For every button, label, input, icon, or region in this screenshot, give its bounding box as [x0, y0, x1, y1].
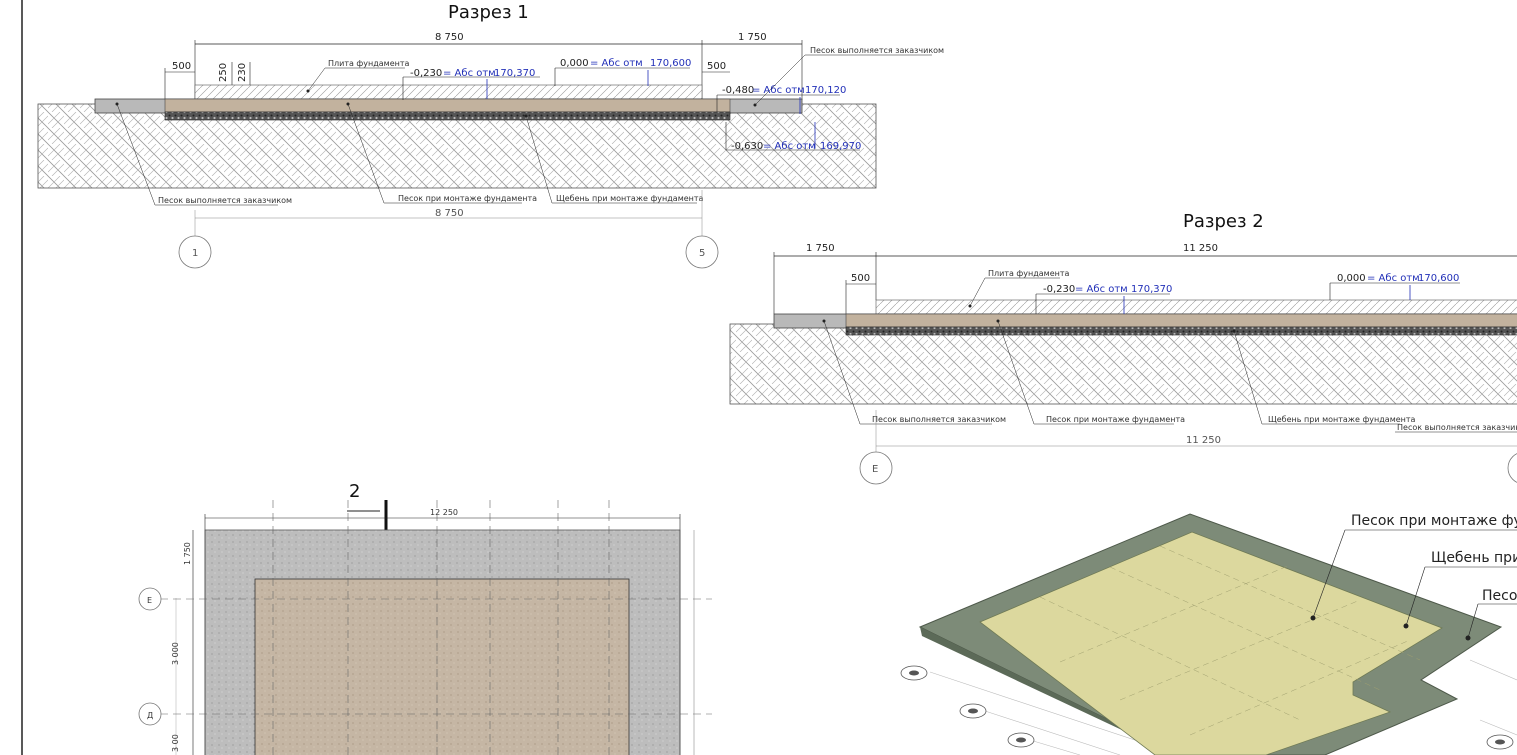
- section-1-label-sand-customer: Песок выполняется заказчиком: [810, 46, 944, 55]
- section-1-label-sand-mount: Песок при монтаже фундамента: [398, 194, 537, 203]
- section-2-dim-bottom: 11 250: [1186, 435, 1221, 446]
- section-2-title: Разрез 2: [1183, 211, 1264, 232]
- section-2-label-sand-mount: Песок при монтаже фундамента: [1046, 415, 1185, 424]
- iso-label-gravel: Щебень при м: [1431, 550, 1517, 566]
- section-2-label-gravel: Щебень при монтаже фундамента: [1268, 415, 1416, 424]
- section-2-level-b-prefix: = Абс отм: [1367, 273, 1420, 284]
- section-2-level-a-prefix: = Абс отм: [1075, 284, 1128, 295]
- isometric-view: Песок при монтаже фун Щебень при м Песо: [900, 513, 1517, 755]
- plan-section-mark: 2: [349, 481, 360, 502]
- plan-dim-side-mid: 3 000: [171, 642, 180, 665]
- section-1-dim-left: 500: [172, 61, 191, 72]
- section-1-dim-total: 8 750: [435, 32, 464, 43]
- foundation-plan: 2 12 250 1 750 3 000 3 00 Е Д: [138, 481, 712, 755]
- iso-sand-mount-area: [979, 531, 1443, 755]
- plan-axis-e: Е: [147, 596, 152, 605]
- section-2-label-sand-customer-2: Песок выполняется заказчиком: [1397, 423, 1517, 432]
- section-1-sand-mount-layer: [164, 98, 731, 113]
- plan-axis-bubble-e: [138, 587, 162, 611]
- section-1-label-slab: Плита фундамента: [328, 59, 410, 68]
- section-1-level-b-rel: 0,000: [560, 58, 589, 69]
- section-2-axis-bubble-right: [1507, 453, 1517, 483]
- section-1-level-d-prefix: = Абс отм: [763, 141, 816, 152]
- section-1-level-d-abs: 169,970: [820, 141, 861, 152]
- section-2-level-a-abs: 170,370: [1131, 284, 1172, 295]
- plan-axis-d: Д: [147, 711, 153, 720]
- section-1-level-b-abs: 170,600: [650, 58, 691, 69]
- plan-axis-bubble-d: [138, 702, 162, 726]
- section-1-dim-bottom: 8 750: [435, 208, 464, 219]
- plan-dim-side-low: 3 00: [171, 734, 180, 752]
- section-1-level-c-prefix: = Абс отм: [752, 85, 805, 96]
- section-2-label-slab: Плита фундамента: [988, 269, 1070, 278]
- section-1-dim-right-small: 500: [707, 61, 726, 72]
- section-2-level-b-abs: 170,600: [1418, 273, 1459, 284]
- plan-dim-side-top: 1 750: [183, 542, 192, 565]
- section-2-axis-bubble-e: [859, 451, 893, 485]
- plan-grid-lines: [160, 500, 712, 755]
- plan-sand-mount: [254, 578, 630, 755]
- section-1-slab: [194, 84, 703, 100]
- section-2-sand-mount-layer: [845, 313, 1517, 328]
- section-1-level-c-rel: -0,480: [722, 85, 754, 96]
- section-1-axis-5: 5: [699, 248, 705, 259]
- iso-label-sand: Песо: [1482, 588, 1517, 604]
- section-2-soil: [729, 323, 1517, 405]
- section-1-axis-bubble-1: [178, 235, 212, 269]
- section-2: Разрез 2 1 750 11 250 500 Плита фундамен…: [729, 211, 1517, 485]
- section-1-gravel-layer: [164, 111, 731, 121]
- section-1-axis-1: 1: [192, 248, 198, 259]
- section-1-level-b-prefix: = Абс отм: [590, 58, 643, 69]
- iso-grid: [1039, 545, 1421, 736]
- section-1-dim-right: 1 750: [738, 32, 767, 43]
- section-2-level-b-rel: 0,000: [1337, 273, 1366, 284]
- section-1-label-gravel: Щебень при монтаже фундамента: [556, 194, 704, 203]
- section-2-dim-small: 500: [851, 273, 870, 284]
- section-2-label-sand-customer: Песок выполняется заказчиком: [872, 415, 1006, 424]
- section-1-level-a-abs: 170,370: [494, 68, 535, 79]
- section-1-level-a-rel: -0,230: [410, 68, 442, 79]
- iso-label-sand-mount: Песок при монтаже фун: [1351, 513, 1517, 529]
- section-1-title: Разрез 1: [448, 2, 529, 23]
- section-1: Разрез 1 8 750 1 750 500 500 250 230 150: [37, 2, 944, 269]
- section-1-dim-v2: 230: [237, 63, 248, 82]
- section-1-level-d-rel: -0,630: [731, 141, 763, 152]
- section-1-level-c-abs: 170,120: [805, 85, 846, 96]
- section-2-gravel-layer: [845, 326, 1517, 336]
- section-2-axis-e: Е: [872, 464, 878, 475]
- plan-dim-top: 12 250: [430, 508, 458, 517]
- section-1-label-sand-bottom: Песок выполняется заказчиком: [158, 196, 292, 205]
- section-1-dim-v1: 250: [218, 63, 229, 82]
- section-2-level-a-rel: -0,230: [1043, 284, 1075, 295]
- section-2-dim-total: 11 250: [1183, 243, 1218, 254]
- section-1-axis-bubble-5: [685, 235, 719, 269]
- iso-axis-markers: [900, 665, 1514, 750]
- section-1-level-a-prefix: = Абс отм: [443, 68, 496, 79]
- section-2-dim-left: 1 750: [806, 243, 835, 254]
